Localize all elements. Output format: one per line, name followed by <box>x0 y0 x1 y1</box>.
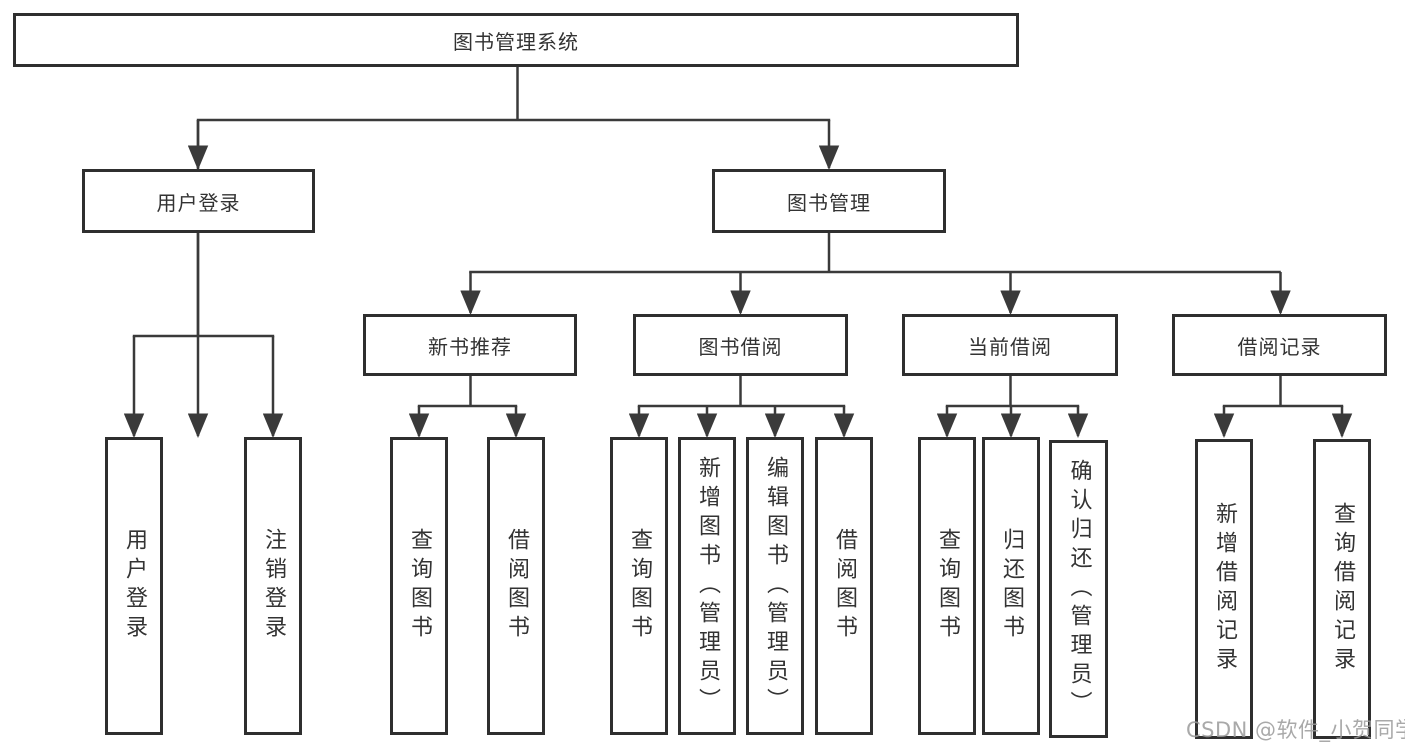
leaf-label: 查询图书 <box>407 528 432 644</box>
leaf-query-borrow-record: 查询借阅记录 <box>1313 439 1371 739</box>
node-book-mgmt: 图书管理 <box>712 169 946 233</box>
node-current-borrow: 当前借阅 <box>902 314 1118 376</box>
leaf-borrow-books-rec: 借阅图书 <box>487 437 545 735</box>
leaf-return-books: 归还图书 <box>982 437 1040 735</box>
connector-book-mgmt-to-level3 <box>460 233 1291 316</box>
connector-book-borrow-to-leaves <box>628 376 855 439</box>
connector-borrow-records-to-leaves <box>1213 376 1353 439</box>
leaf-label: 用户登录 <box>122 528 147 644</box>
leaf-confirm-return-admin: 确认归还（管理员） <box>1049 440 1108 738</box>
node-label: 图书管理 <box>787 190 871 215</box>
node-book-borrow: 图书借阅 <box>633 314 848 376</box>
leaf-logout: 注销登录 <box>244 437 302 735</box>
leaf-label: 借阅图书 <box>504 528 529 644</box>
node-root-system: 图书管理系统 <box>13 13 1019 67</box>
leaf-label: 查询借阅记录 <box>1330 502 1355 676</box>
node-label: 图书借阅 <box>698 334 783 359</box>
node-label: 用户登录 <box>156 190 241 215</box>
node-label: 新书推荐 <box>428 334 512 359</box>
leaf-label: 注销登录 <box>261 528 286 644</box>
node-user-login: 用户登录 <box>82 169 315 233</box>
connector-current-borrow-to-leaves <box>936 376 1089 439</box>
connector-user-login-to-leaves <box>123 233 284 439</box>
leaf-add-books-admin: 新增图书（管理员） <box>678 437 736 735</box>
leaf-label: 确认归还（管理员） <box>1066 458 1092 720</box>
leaf-label: 编辑图书（管理员） <box>763 455 788 717</box>
leaf-label: 查询图书 <box>935 528 960 644</box>
leaf-label: 归还图书 <box>999 528 1024 644</box>
leaf-add-borrow-record: 新增借阅记录 <box>1195 439 1253 739</box>
connector-new-book-rec-to-leaves <box>408 376 527 439</box>
csdn-watermark: CSDN @软件_小贺同学 <box>1186 718 1405 742</box>
leaf-user-login: 用户登录 <box>105 437 163 735</box>
node-label: 借阅记录 <box>1237 334 1322 359</box>
leaf-query-books-borrow: 查询图书 <box>610 437 668 735</box>
leaf-query-books-rec: 查询图书 <box>390 437 448 735</box>
node-label: 图书管理系统 <box>453 29 579 54</box>
leaf-label: 查询图书 <box>627 528 652 644</box>
leaf-query-books-current: 查询图书 <box>918 437 976 735</box>
node-borrow-records: 借阅记录 <box>1172 314 1387 376</box>
leaf-label: 借阅图书 <box>832 528 857 644</box>
leaf-label: 新增借阅记录 <box>1212 502 1237 676</box>
leaf-borrow-books: 借阅图书 <box>815 437 873 735</box>
leaf-label: 新增图书（管理员） <box>695 455 720 717</box>
node-label: 当前借阅 <box>968 334 1052 359</box>
connector-root-to-level2 <box>187 66 840 439</box>
leaf-edit-books-admin: 编辑图书（管理员） <box>746 437 804 735</box>
node-new-book-rec: 新书推荐 <box>363 314 577 376</box>
